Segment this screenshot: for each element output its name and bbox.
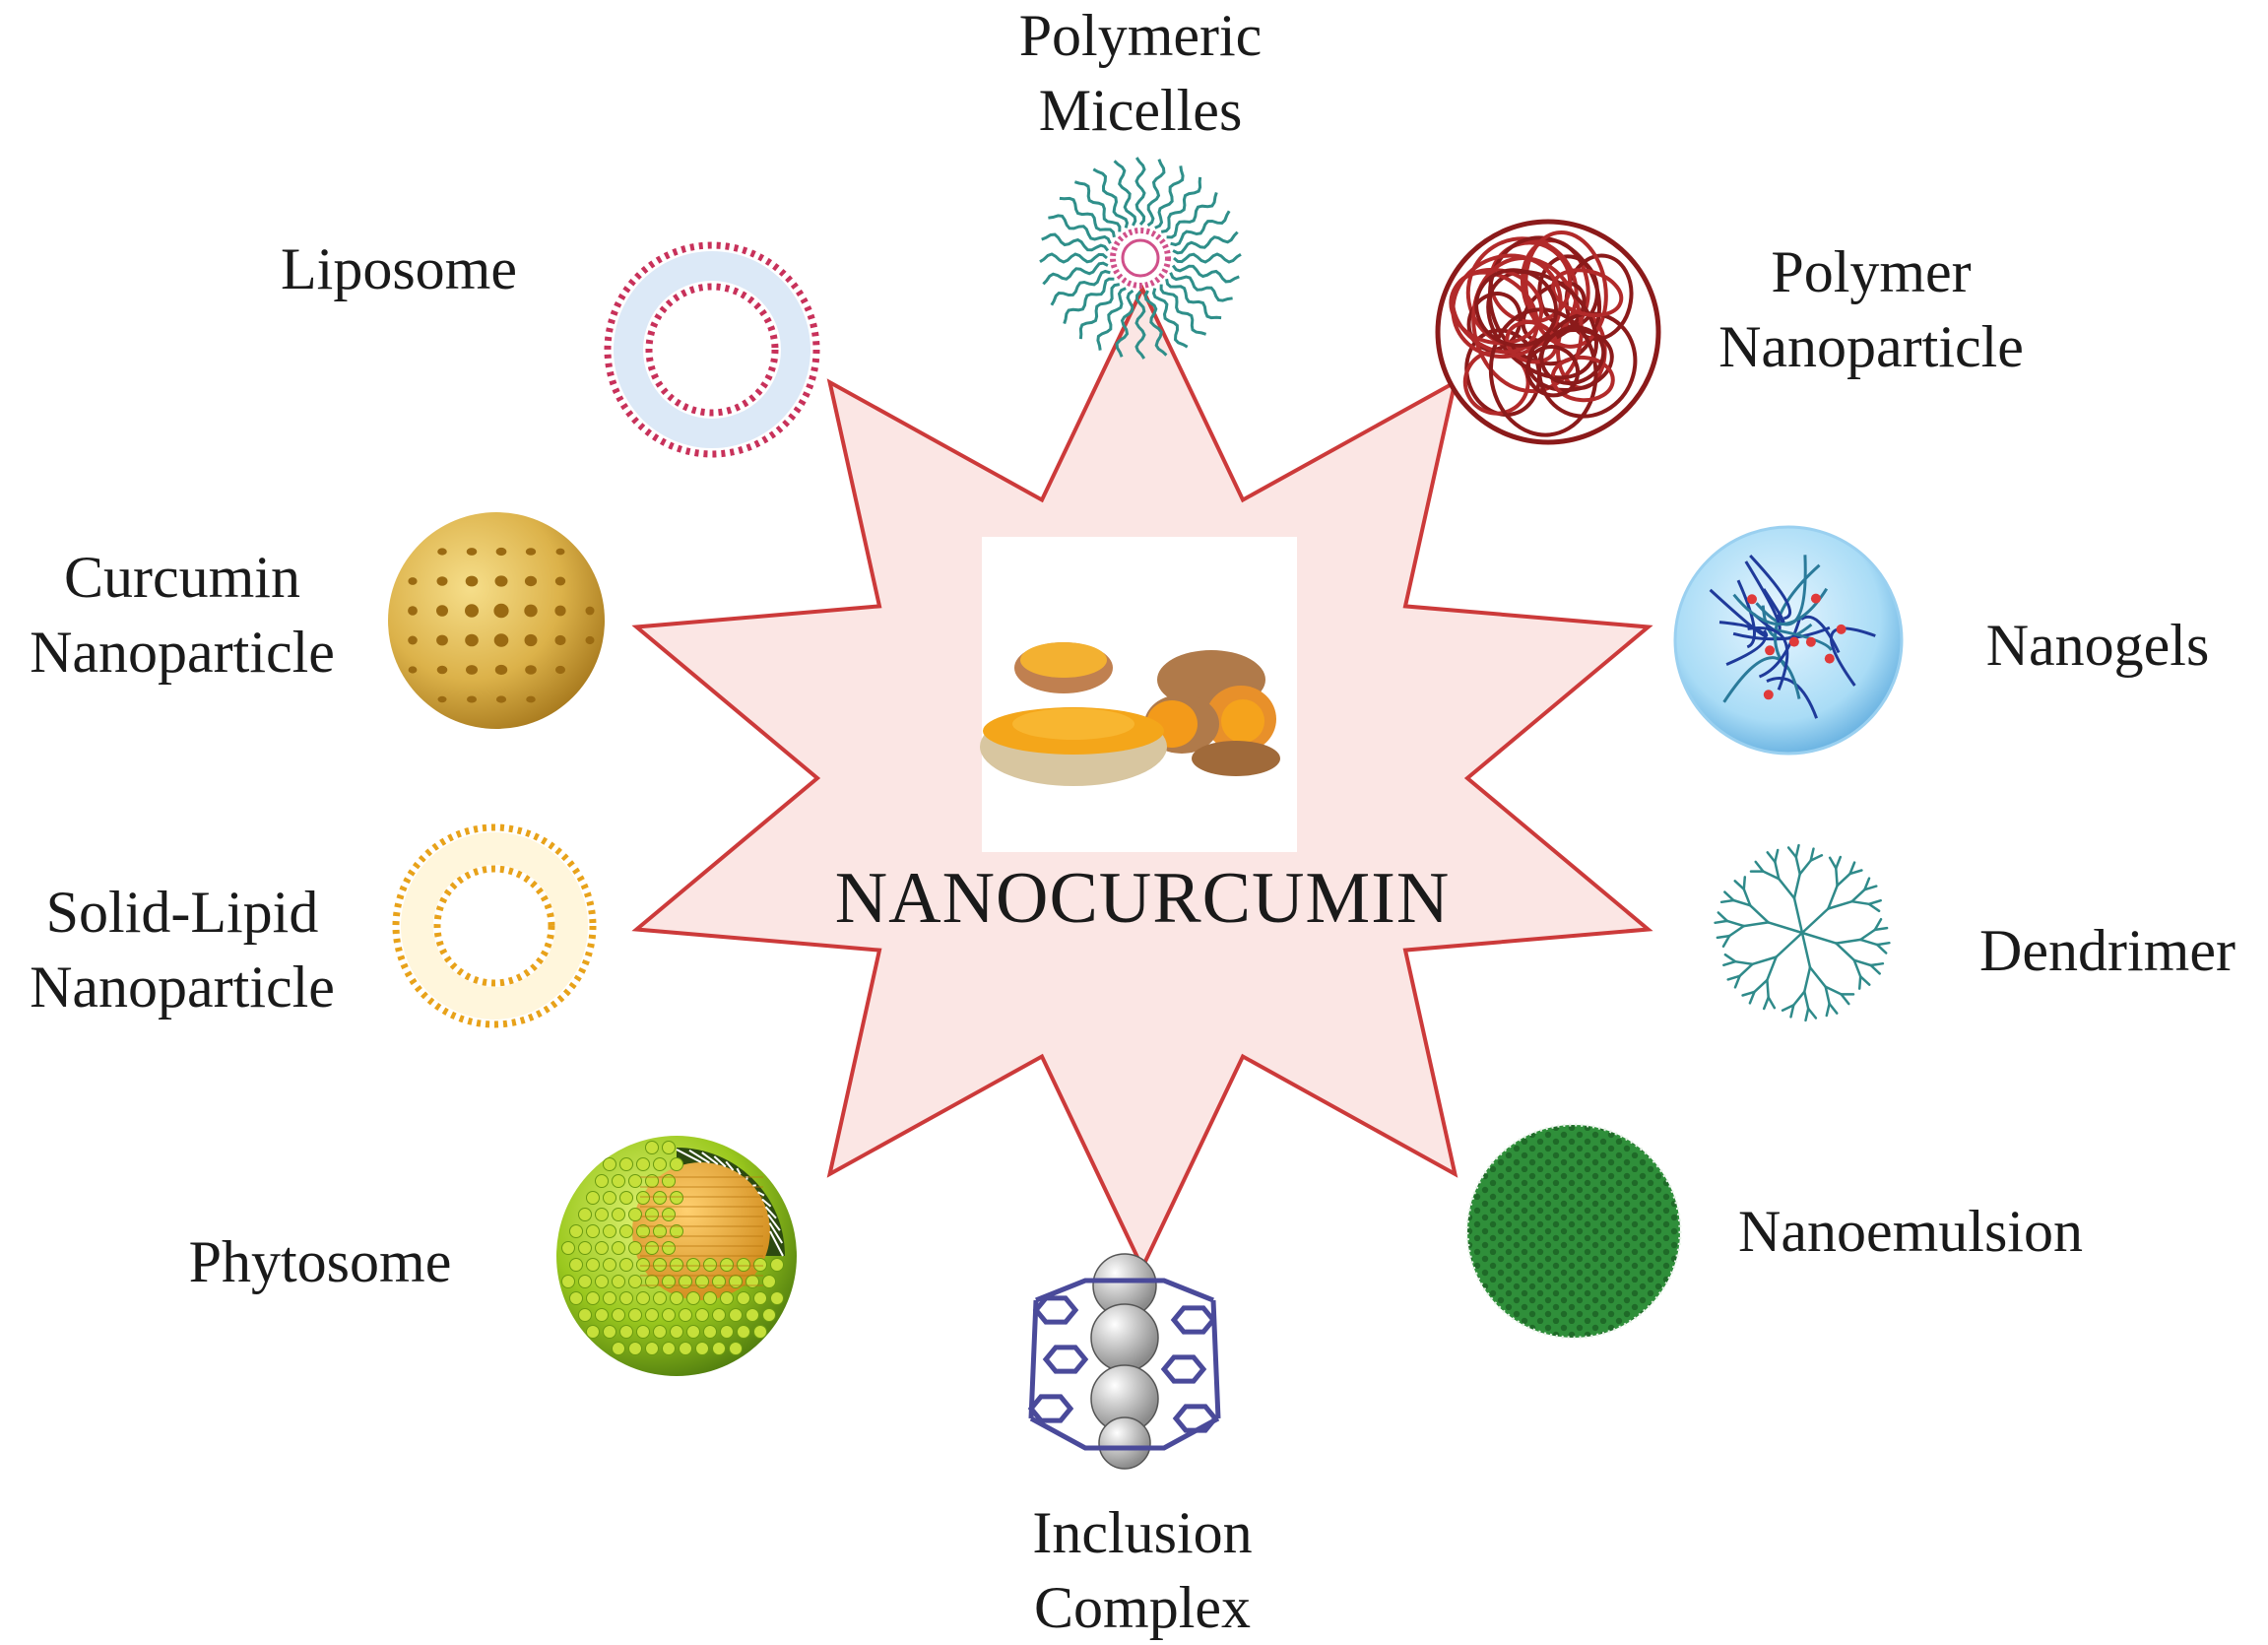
label-line: Liposome xyxy=(241,231,556,306)
label-polymer-nanoparticle: Polymer Nanoparticle xyxy=(1674,234,2068,384)
label-curcumin-nanoparticle: Curcumin Nanoparticle xyxy=(0,540,364,690)
phytosome-illustration xyxy=(556,1136,797,1376)
label-line: Inclusion xyxy=(985,1495,1300,1570)
label-line: Solid-Lipid xyxy=(0,875,364,950)
label-polymeric-micelles: Polymeric Micelles xyxy=(993,0,1288,148)
label-nanogels: Nanogels xyxy=(1940,608,2255,683)
label-line: Micelles xyxy=(993,73,1288,148)
label-line: Phytosome xyxy=(158,1224,483,1299)
label-line: Complex xyxy=(985,1570,1300,1645)
label-nanoemulsion: Nanoemulsion xyxy=(1704,1194,2117,1269)
polymer-nanoparticle-illustration xyxy=(1436,222,1658,442)
label-line: Polymeric xyxy=(993,0,1288,73)
dendrimer-illustration xyxy=(1716,845,1890,1020)
center-title: NANOCURCUMIN xyxy=(808,857,1477,941)
label-inclusion-complex: Inclusion Complex xyxy=(985,1495,1300,1645)
nanoemulsion-illustration xyxy=(1467,1125,1680,1338)
inclusion-complex-illustration xyxy=(1031,1254,1218,1469)
polymeric-micelles-illustration xyxy=(1040,158,1241,359)
nanogels-illustration xyxy=(1675,527,1902,754)
label-line: Curcumin xyxy=(0,540,364,615)
label-line: Nanoparticle xyxy=(1674,309,2068,384)
label-line: Nanoparticle xyxy=(0,950,364,1024)
label-liposome: Liposome xyxy=(241,231,556,306)
liposome-illustration xyxy=(608,245,816,454)
curcumin-nanoparticle-illustration xyxy=(388,512,605,729)
label-dendrimer: Dendrimer xyxy=(1955,913,2260,988)
label-line: Nanoemulsion xyxy=(1704,1194,2117,1269)
solid-lipid-nanoparticle-illustration xyxy=(396,827,593,1024)
label-line: Nanoparticle xyxy=(0,615,364,690)
label-line: Polymer xyxy=(1674,234,2068,309)
turmeric-photo xyxy=(980,537,1297,852)
label-solid-lipid-nanoparticle: Solid-Lipid Nanoparticle xyxy=(0,875,364,1024)
label-phytosome: Phytosome xyxy=(158,1224,483,1299)
label-line: Nanogels xyxy=(1940,608,2255,683)
label-line: Dendrimer xyxy=(1955,913,2260,988)
